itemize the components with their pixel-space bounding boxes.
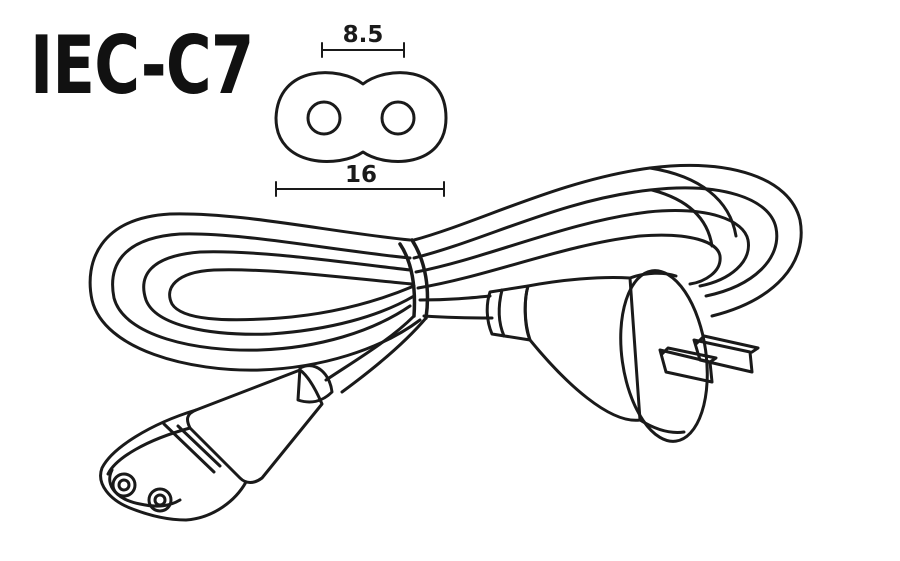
top-dimension-label: 8.5 <box>343 22 384 48</box>
connector-outline-diagram: 8.5 16 <box>274 22 448 197</box>
plug-face <box>619 269 709 443</box>
plug-prong-lower <box>658 348 714 384</box>
bottom-dimension-line <box>275 181 445 197</box>
bottom-dimension-label: 16 <box>345 162 377 188</box>
right-pin-hole <box>380 100 416 136</box>
figure-eight-socket-outline <box>274 71 448 163</box>
coiled-cable <box>88 164 803 394</box>
iec-c7-connector <box>99 364 334 522</box>
connector-type-title: IEC-C7 <box>30 19 254 112</box>
c7-pin-hole-left <box>111 472 137 498</box>
top-dimension-line <box>321 42 405 58</box>
mains-plug <box>485 269 760 443</box>
left-pin-hole <box>306 100 342 136</box>
c7-pin-hole-right <box>147 487 173 513</box>
